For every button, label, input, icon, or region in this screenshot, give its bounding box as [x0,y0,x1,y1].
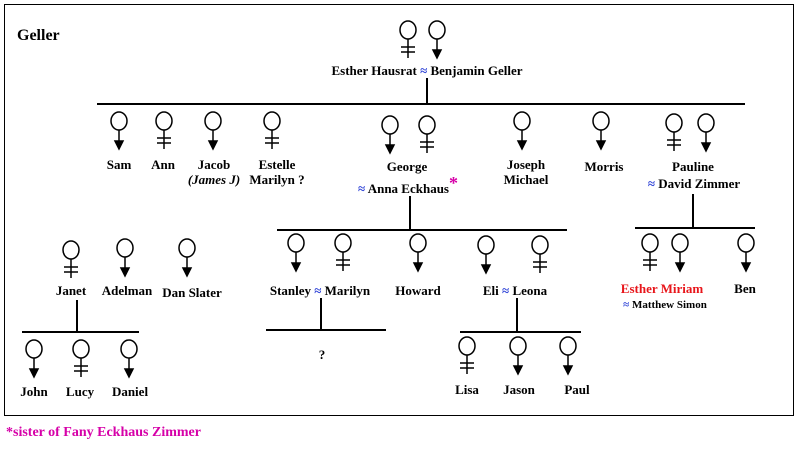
person-morris: Morris [584,159,624,174]
male-symbol-icon [671,233,689,273]
female-symbol-icon [62,240,80,278]
marriage-symbol: ≈ [502,283,510,298]
person-stanley: Stanley [269,283,312,298]
female-symbol-icon [399,20,417,58]
person-howard: Howard [395,283,441,298]
couple-george-anna: ≈ Anna Eckhaus* [358,173,458,196]
person-jacob-name: Jacob [197,157,231,172]
male-symbol-icon [178,238,196,278]
person-george: George [386,159,428,174]
male-symbol-icon [697,113,715,153]
footnote: *sister of Fany Eckhaus Zimmer [6,425,201,440]
person-marilyn: Marilyn [324,283,371,298]
person-anna-eckhaus: Anna Eckhaus [367,181,449,196]
person-janet: Janet [55,283,87,298]
male-symbol-icon [409,233,427,273]
person-adelman: Adelman [101,283,153,298]
person-estelle-line1: Estelle [258,157,296,172]
person-esther-hausrat: Esther Hausrat [331,63,417,78]
diagram-frame [4,4,794,416]
person-john: John [20,384,48,399]
male-symbol-icon [737,233,755,273]
female-symbol-icon [531,235,549,273]
male-symbol-icon [120,339,138,379]
family-title: Geller [17,27,60,44]
marriage-symbol: ≈ [314,283,322,298]
male-symbol-icon [116,238,134,278]
marriage-symbol: ≈ [420,63,428,78]
person-benjamin-geller: Benjamin Geller [430,63,523,78]
female-symbol-icon [334,233,352,271]
male-symbol-icon [110,111,128,151]
male-symbol-icon [477,235,495,275]
person-joseph-line2: Michael [503,172,549,187]
couple-geller: Esther Hausrat ≈ Benjamin Geller [331,63,522,78]
couple-stanley-marilyn: Stanley ≈ Marilyn [270,283,370,298]
couple-eli-leona: Eli ≈ Leona [483,283,547,298]
person-lucy: Lucy [65,384,95,399]
person-matthew-simon: Matthew Simon [631,299,707,311]
person-estelle-line2: Marilyn ? [249,172,305,187]
person-pauline: Pauline [672,159,714,174]
person-sam: Sam [106,157,132,172]
person-daniel: Daniel [111,384,149,399]
female-symbol-icon [418,115,436,153]
person-jacob: Jacob(James J) [188,157,240,187]
person-ben: Ben [734,281,756,296]
person-jason: Jason [503,382,535,397]
male-symbol-icon [25,339,43,379]
female-symbol-icon [641,233,659,271]
male-symbol-icon [509,336,527,376]
unknown-children: ? [318,347,326,362]
marriage-symbol: ≈ [647,176,655,191]
female-symbol-icon [263,111,281,149]
person-eli: Eli [482,283,499,298]
couple-esther-matthew: ≈ Matthew Simon [623,298,707,313]
person-jacob-alias: (James J) [187,172,241,187]
person-paul: Paul [564,382,590,397]
marriage-symbol: ≈ [623,299,630,311]
female-symbol-icon [155,111,173,149]
person-dan-slater: Dan Slater [162,285,222,300]
male-symbol-icon [592,111,610,151]
footnote-asterisk: * [448,173,458,193]
male-symbol-icon [428,20,446,60]
male-symbol-icon [513,111,531,151]
couple-pauline-david: ≈ David Zimmer [648,176,740,191]
person-ann: Ann [151,157,175,172]
female-symbol-icon [458,336,476,374]
person-lisa: Lisa [455,382,479,397]
marriage-symbol: ≈ [358,181,366,196]
female-symbol-icon [72,339,90,377]
person-esther-miriam: Esther Miriam [620,281,704,296]
male-symbol-icon [559,336,577,376]
male-symbol-icon [381,115,399,155]
male-symbol-icon [204,111,222,151]
person-joseph-line1: Joseph [506,157,546,172]
male-symbol-icon [287,233,305,273]
person-david-zimmer: David Zimmer [658,176,741,191]
female-symbol-icon [665,113,683,151]
person-leona: Leona [512,283,548,298]
